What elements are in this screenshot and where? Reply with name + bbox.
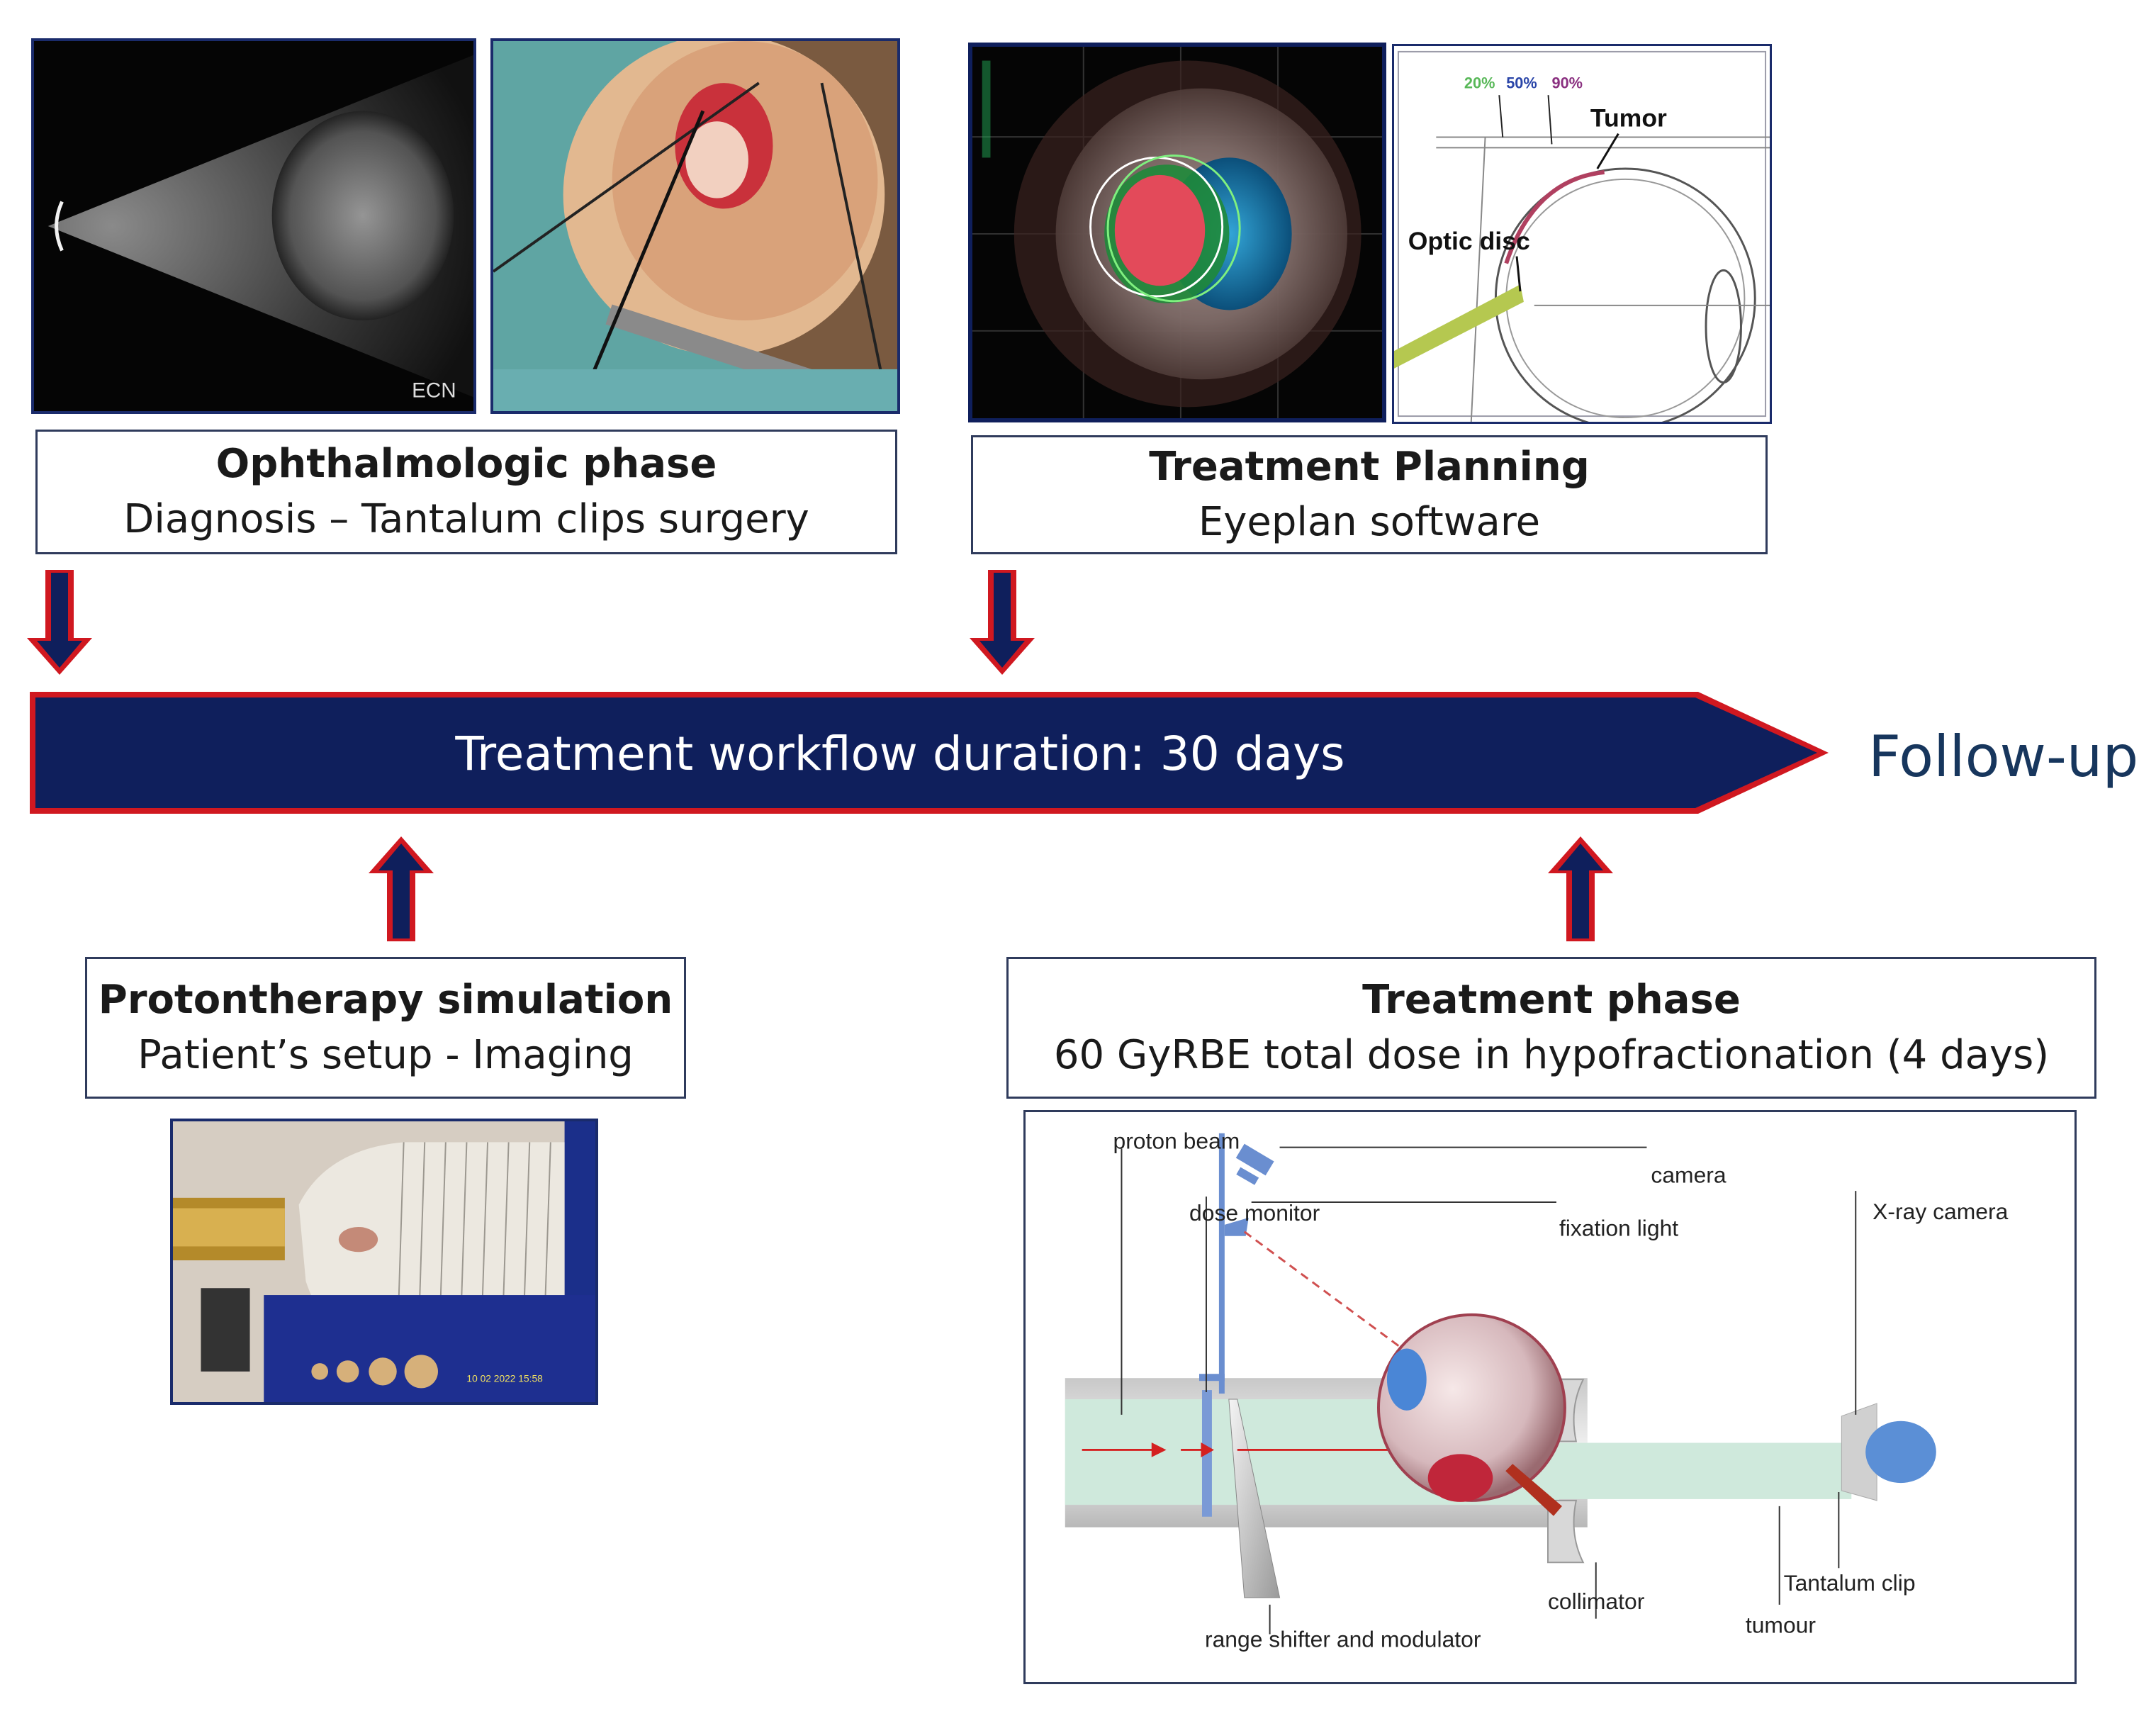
down-arrow-planning (970, 570, 1035, 675)
timeline-graphic (27, 570, 1829, 941)
ophthalmologic-phase-title: Ophthalmologic phase (215, 441, 717, 487)
label-xray-camera: X-ray camera (1873, 1199, 2008, 1224)
surgery-photo (490, 38, 900, 414)
dose-level-90: 90% (1551, 74, 1583, 91)
optic-disc-label: Optic disc (1408, 227, 1530, 255)
label-tantalum-clip: Tantalum clip (1784, 1570, 1916, 1596)
ophthalmologic-phase-subtitle: Diagnosis – Tantalum clips surgery (123, 496, 809, 542)
treatment-planning-title: Treatment Planning (1149, 444, 1590, 490)
down-arrow-ophthalmologic (27, 570, 92, 675)
simulation-screen-text: 10 02 2022 15:58 (466, 1374, 543, 1384)
dose-level-20: 20% (1464, 74, 1495, 91)
eyeplan-schematic: 20% 50% 90% Tumor Optic disc (1392, 44, 1772, 424)
ultrasound-image: ECN (31, 38, 476, 414)
simulation-photo: 10 02 2022 15:58 (170, 1119, 598, 1405)
tumor-label: Tumor (1590, 104, 1667, 133)
dose-level-50: 50% (1506, 74, 1537, 91)
label-camera: camera (1651, 1162, 1727, 1187)
follow-up-label: Follow-up (1868, 724, 2139, 790)
protontherapy-simulation-subtitle: Patient’s setup - Imaging (137, 1032, 634, 1078)
ultrasound-watermark: ECN (412, 379, 456, 402)
label-dose-monitor: dose monitor (1189, 1200, 1320, 1226)
up-arrow-simulation (369, 836, 434, 941)
label-fixation-light: fixation light (1559, 1216, 1678, 1241)
protontherapy-simulation-title: Protontherapy simulation (98, 977, 673, 1023)
up-arrow-treatment (1548, 836, 1613, 941)
label-tumour: tumour (1746, 1613, 1817, 1638)
label-proton-beam: proton beam (1113, 1128, 1240, 1154)
treatment-phase-subtitle: 60 GyRBE total dose in hypofractionation… (1053, 1032, 2050, 1078)
timeline-label: Treatment workflow duration: 30 days (455, 727, 1345, 781)
dose-distribution-image (968, 43, 1386, 422)
ophthalmologic-phase-box: Ophthalmologic phase Diagnosis – Tantalu… (35, 430, 897, 554)
treatment-phase-title: Treatment phase (1362, 977, 1741, 1023)
treatment-phase-box: Treatment phase 60 GyRBE total dose in h… (1006, 957, 2096, 1099)
treatment-planning-box: Treatment Planning Eyeplan software (971, 435, 1768, 554)
treatment-planning-subtitle: Eyeplan software (1198, 499, 1541, 545)
treatment-setup-diagram: proton beam dose monitor camera fixation… (1023, 1110, 2077, 1684)
label-collimator: collimator (1548, 1588, 1645, 1614)
label-range-shifter: range shifter and modulator (1205, 1626, 1481, 1652)
protontherapy-simulation-box: Protontherapy simulation Patient’s setup… (85, 957, 686, 1099)
